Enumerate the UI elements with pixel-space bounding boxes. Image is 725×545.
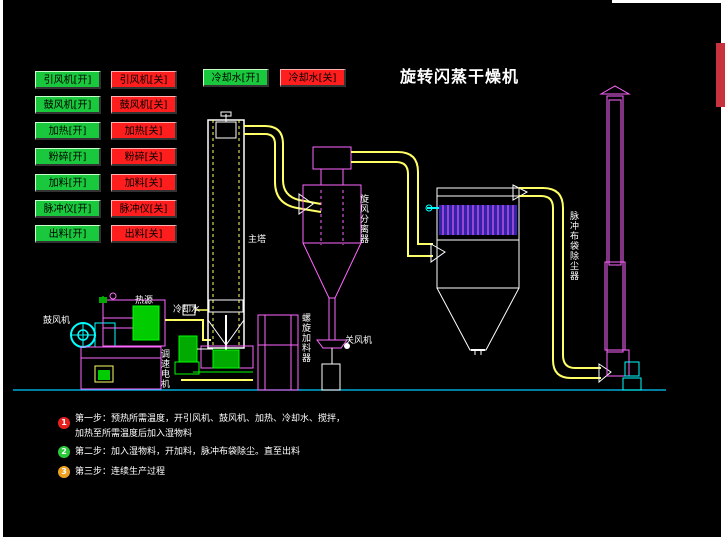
hmi-screen: 旋转闪蒸干燥机 引风机[开] 引风机[关] 鼓风机[开] 鼓风机[关] 加热[开… <box>3 0 721 537</box>
blower-off-button[interactable]: 鼓风机[关] <box>111 96 177 114</box>
blower-unit <box>70 322 116 348</box>
blower-on-button[interactable]: 鼓风机[开] <box>35 96 101 114</box>
screw-feeder-frame <box>257 314 299 391</box>
feed-off-button[interactable]: 加料[关] <box>111 174 177 192</box>
feed-on-button[interactable]: 加料[开] <box>35 174 101 192</box>
heating-on-button[interactable]: 加热[开] <box>35 122 101 140</box>
step-3-badge: 3 <box>58 466 70 478</box>
crusher-on-button[interactable]: 粉碎[开] <box>35 148 101 166</box>
speed-motor-label: 调速电机 <box>161 350 171 390</box>
crusher-off-button[interactable]: 粉碎[关] <box>111 148 177 166</box>
step-1-badge: 1 <box>58 417 70 429</box>
page-title: 旋转闪蒸干燥机 <box>400 67 520 86</box>
pulse-off-button[interactable]: 脉冲仪[关] <box>111 200 177 218</box>
bag-filter <box>425 184 529 355</box>
screw-feeder-label: 螺旋加料器 <box>302 314 312 364</box>
exhaust-chimney <box>599 85 642 391</box>
side-tab[interactable] <box>716 43 725 107</box>
cyclone-separator <box>302 146 362 391</box>
cooling-water-label: 冷却水 <box>173 305 201 315</box>
step-3-text: 第三步：连续生产过程 <box>75 467 166 477</box>
heating-off-button[interactable]: 加热[关] <box>111 122 177 140</box>
step-2-text: 第二步：加入湿物料，开加料，脉冲布袋除尘。直至出料 <box>75 447 301 457</box>
speed-motor <box>174 335 213 375</box>
discharge-off-button[interactable]: 出料[关] <box>111 225 177 243</box>
exhaust-fan-on-button[interactable]: 引风机[开] <box>35 71 101 89</box>
air-lock-valve <box>344 343 350 349</box>
blower-label: 鼓风机 <box>43 316 71 326</box>
main-tower-label: 主塔 <box>248 235 267 245</box>
pulse-on-button[interactable]: 脉冲仪[开] <box>35 200 101 218</box>
step-1-text: 第一步：预热所需温度，开引风机、鼓风机、加热、冷却水、搅拌， <box>75 414 346 424</box>
process-diagram <box>13 85 666 391</box>
cyclone-label: 旋风分离器 <box>360 195 370 245</box>
window-edge <box>612 0 722 3</box>
cooling-water-on-button[interactable]: 冷却水[开] <box>203 69 269 87</box>
cooling-water-off-button[interactable]: 冷却水[关] <box>280 69 346 87</box>
step-1-text-cont: 加热至所需温度后加入湿物料 <box>75 429 193 439</box>
air-lock-label: 关风机 <box>345 336 373 346</box>
heat-source-label: 热源 <box>135 296 154 306</box>
heater-unit <box>80 292 166 390</box>
exhaust-fan-off-button[interactable]: 引风机[关] <box>111 71 177 89</box>
bag-filter-label: 脉冲布袋除尘器 <box>570 212 580 282</box>
step-2-badge: 2 <box>58 446 70 458</box>
main-tower <box>181 111 254 381</box>
discharge-on-button[interactable]: 出料[开] <box>35 225 101 243</box>
